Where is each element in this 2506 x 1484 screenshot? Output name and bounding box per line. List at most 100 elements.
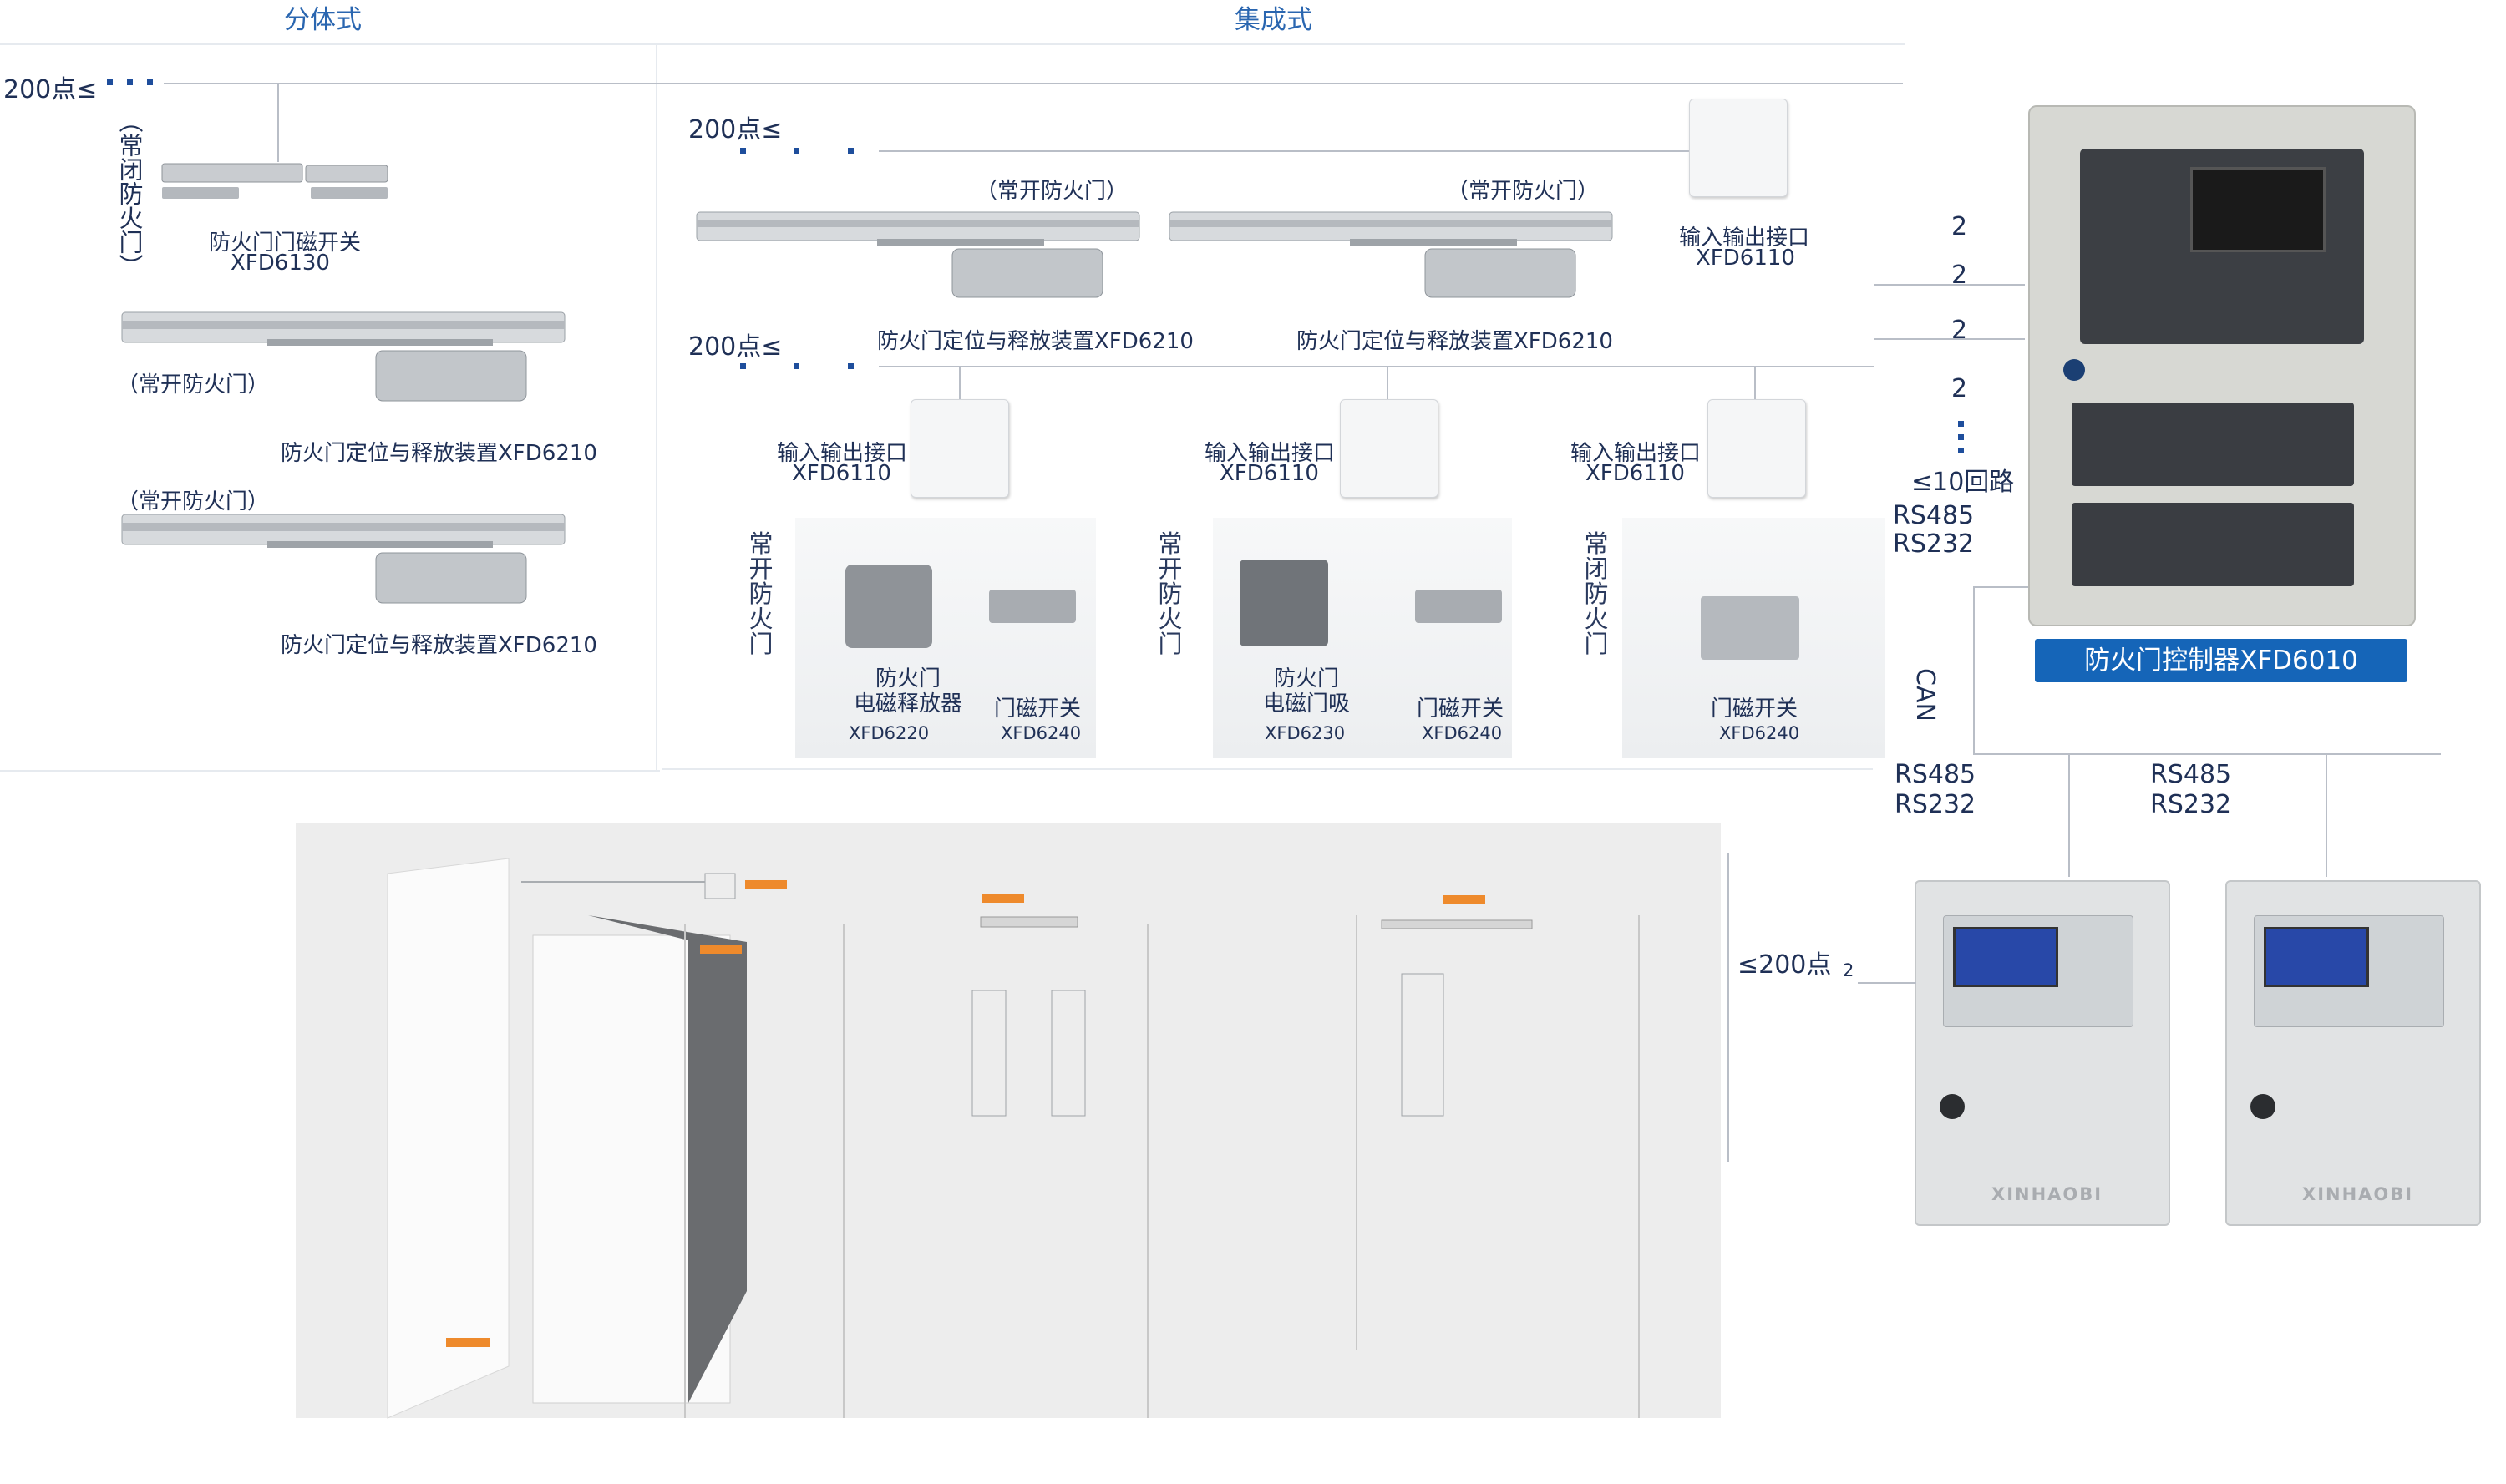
header-integrated: 集成式 xyxy=(1235,5,1312,35)
rs232-label: RS232 xyxy=(2150,790,2232,819)
door-type-label: 常开防火门 xyxy=(1158,529,1183,658)
device-name: 门磁开关 xyxy=(994,696,1082,722)
dot xyxy=(127,79,133,85)
magnetic-switch-model: XFD6130 xyxy=(231,251,330,276)
rs232-label: RS232 xyxy=(1893,529,1975,559)
dot xyxy=(740,148,746,154)
io-module-image xyxy=(1707,399,1806,498)
split-frame-bottom xyxy=(0,770,660,772)
can-label: CAN xyxy=(1910,668,1940,722)
io-module-name: 输入输出接口 xyxy=(1205,441,1336,466)
controller-screen xyxy=(2190,167,2326,252)
magnetic-release-image xyxy=(845,565,932,648)
io-module-name: 输入输出接口 xyxy=(1679,225,1810,251)
io-module-model: XFD6110 xyxy=(1220,461,1319,486)
dot xyxy=(740,363,746,369)
sub-panel-knob-icon xyxy=(2250,1094,2275,1119)
door-magnetic-switch-image xyxy=(161,163,388,199)
io-module-name: 输入输出接口 xyxy=(1570,441,1702,466)
door-illustration xyxy=(387,858,1640,1419)
device-name: 门磁开关 xyxy=(1417,696,1504,722)
rs485-label: RS485 xyxy=(1893,501,1975,530)
callout-tag xyxy=(700,945,742,954)
header-split: 分体式 xyxy=(284,5,362,35)
dot xyxy=(147,79,153,85)
split-frame-top xyxy=(0,43,660,45)
split-bus-line xyxy=(164,83,1903,84)
io-module-image xyxy=(1340,399,1438,498)
device-label: 防火门定位与释放装置XFD6210 xyxy=(1296,329,1613,354)
loop-number: 2 xyxy=(1951,374,1968,403)
drop-line xyxy=(1387,366,1388,399)
door-switch-image xyxy=(1415,590,1502,623)
door-closer-image xyxy=(1169,211,1613,298)
dot xyxy=(848,148,854,154)
open-door-label: （常开防火门） xyxy=(117,489,270,514)
bus-line xyxy=(1874,284,2025,286)
integrated-frame-top xyxy=(660,43,1905,45)
door-type-label: 常开防火门 xyxy=(748,529,774,658)
io-module-name: 输入输出接口 xyxy=(777,441,908,466)
bus-line xyxy=(1973,586,2028,588)
loop-number: 2 xyxy=(1951,212,1968,241)
split-frame-right xyxy=(656,43,657,770)
sub-panel-screen xyxy=(2264,927,2369,987)
open-door-label: （常开防火门） xyxy=(117,372,270,398)
io-module-model: XFD6110 xyxy=(1696,246,1795,271)
bottom-limit-sub: 2 xyxy=(1843,960,1854,980)
can-drop-line xyxy=(2068,753,2070,877)
bus-line xyxy=(1973,586,1975,753)
dot xyxy=(1958,421,1964,427)
dot xyxy=(848,363,854,369)
device-name: 门磁开关 xyxy=(1711,696,1798,722)
device-model: XFD6230 xyxy=(1265,723,1346,743)
io-module-model: XFD6110 xyxy=(1585,461,1685,486)
door-closer-image xyxy=(121,514,566,604)
controller-indicator-panel xyxy=(2072,403,2354,486)
rs232-label: RS232 xyxy=(1895,790,1976,819)
dot xyxy=(794,148,799,154)
device-label: 防火门定位与释放装置XFD6210 xyxy=(281,633,597,658)
device-model: XFD6240 xyxy=(1422,723,1503,743)
io-module-image xyxy=(1689,99,1788,197)
controller-key-icon xyxy=(2063,359,2085,381)
door-type-label: 常闭防火门 xyxy=(1584,529,1609,658)
sub-panel-knob-icon xyxy=(1940,1094,1965,1119)
device-name: 防火门 电磁释放器 xyxy=(854,666,963,717)
integrated-bus-line-top xyxy=(879,150,1714,152)
door-closer-image xyxy=(121,311,566,402)
controller-indicator-panel xyxy=(2072,503,2354,586)
drop-line xyxy=(959,366,961,399)
integrated-frame-bottom xyxy=(662,768,1873,770)
split-drop-line xyxy=(277,83,279,162)
can-bus-line xyxy=(1973,753,2441,755)
dot xyxy=(1958,434,1964,440)
door-switch-image xyxy=(1701,596,1799,660)
sub-panel-brand: XINHAOBI xyxy=(2302,1184,2414,1204)
callout-tag xyxy=(745,880,787,889)
bus-line xyxy=(1858,982,1916,984)
device-label: 防火门定位与释放装置XFD6210 xyxy=(877,329,1194,354)
open-door-label: （常开防火门） xyxy=(1447,179,1600,204)
device-model: XFD6220 xyxy=(849,723,930,743)
integrated-limit-mid: 200点≤ xyxy=(688,332,783,362)
loop-limit: ≤10回路 xyxy=(1911,468,2015,497)
dot xyxy=(794,363,799,369)
split-limit: 200点≤ xyxy=(3,75,98,104)
loop-number: 2 xyxy=(1951,261,1968,290)
bus-line xyxy=(1874,338,2025,340)
rs485-label: RS485 xyxy=(1895,760,1976,789)
dot xyxy=(1958,448,1964,453)
sub-panel-screen xyxy=(1953,927,2058,987)
door-closer-image xyxy=(696,211,1140,298)
loop-number: 2 xyxy=(1951,316,1968,345)
dot xyxy=(107,79,113,85)
callout-tag xyxy=(446,1338,490,1347)
callout-tag xyxy=(1443,895,1485,904)
io-module-image xyxy=(911,399,1009,498)
device-model: XFD6240 xyxy=(1001,723,1082,743)
magnetic-holder-image xyxy=(1240,560,1328,646)
bus-line xyxy=(1727,853,1729,1162)
door-switch-image xyxy=(989,590,1076,623)
split-closed-door-label: （常闭防火门） xyxy=(115,109,144,278)
